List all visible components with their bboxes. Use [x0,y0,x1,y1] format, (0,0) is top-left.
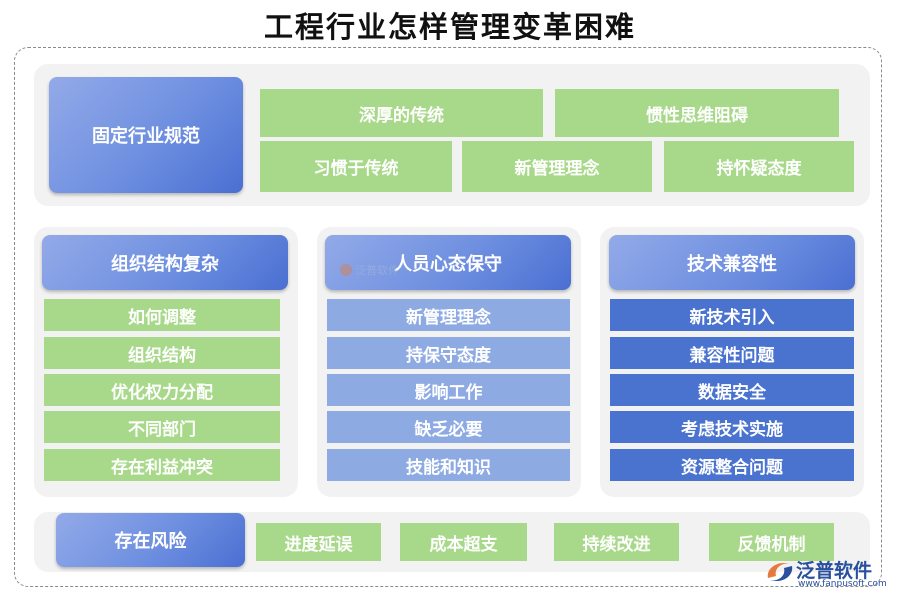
top-main-box: 固定行业规范 [49,77,243,193]
column-item: 新技术引入 [610,299,854,331]
column-item: 如何调整 [44,299,280,331]
column-head-tech: 技术兼容性 [609,235,855,290]
brand-swirl-icon [767,562,793,582]
watermark-text: 泛普软件 [355,264,399,277]
column-item: 新管理理念 [327,299,570,331]
bottom-item: 成本超支 [400,523,527,561]
top-item: 深厚的传统 [260,89,543,137]
bottom-item: 进度延误 [256,523,381,561]
bottom-item: 反馈机制 [709,523,834,561]
column-item: 兼容性问题 [610,337,854,369]
column-item: 数据安全 [610,374,854,406]
column-item: 技能和知识 [327,449,570,481]
column-item: 存在利益冲突 [44,449,280,481]
bottom-item: 持续改进 [554,523,679,561]
top-item: 新管理理念 [462,141,652,192]
column-item: 资源整合问题 [610,449,854,481]
column-item: 持保守态度 [327,337,570,369]
column-item: 缺乏必要 [327,411,570,443]
top-item: 习惯于传统 [260,141,452,192]
brand-name: 泛普软件 [796,559,873,582]
diagram-title: 工程行业怎样管理变革困难 [263,10,636,44]
column-item: 考虑技术实施 [610,411,854,443]
watermark: 泛普软件 [340,262,399,278]
column-head-org: 组织结构复杂 [42,235,288,290]
column-item: 优化权力分配 [44,374,280,406]
outer-dashed-frame [14,47,882,587]
column-item: 影响工作 [327,374,570,406]
column-item: 组织结构 [44,337,280,369]
column-head-people: 人员心态保守 [325,235,571,290]
column-item: 不同部门 [44,411,280,443]
top-item: 惯性思维阻碍 [555,89,839,137]
watermark-logo-icon [340,264,352,276]
top-item: 持怀疑态度 [664,141,854,192]
bottom-main-box: 存在风险 [56,513,245,567]
brand-logo: 泛普软件 [764,556,872,586]
brand-url: www.fanpusoft.com [798,579,887,589]
